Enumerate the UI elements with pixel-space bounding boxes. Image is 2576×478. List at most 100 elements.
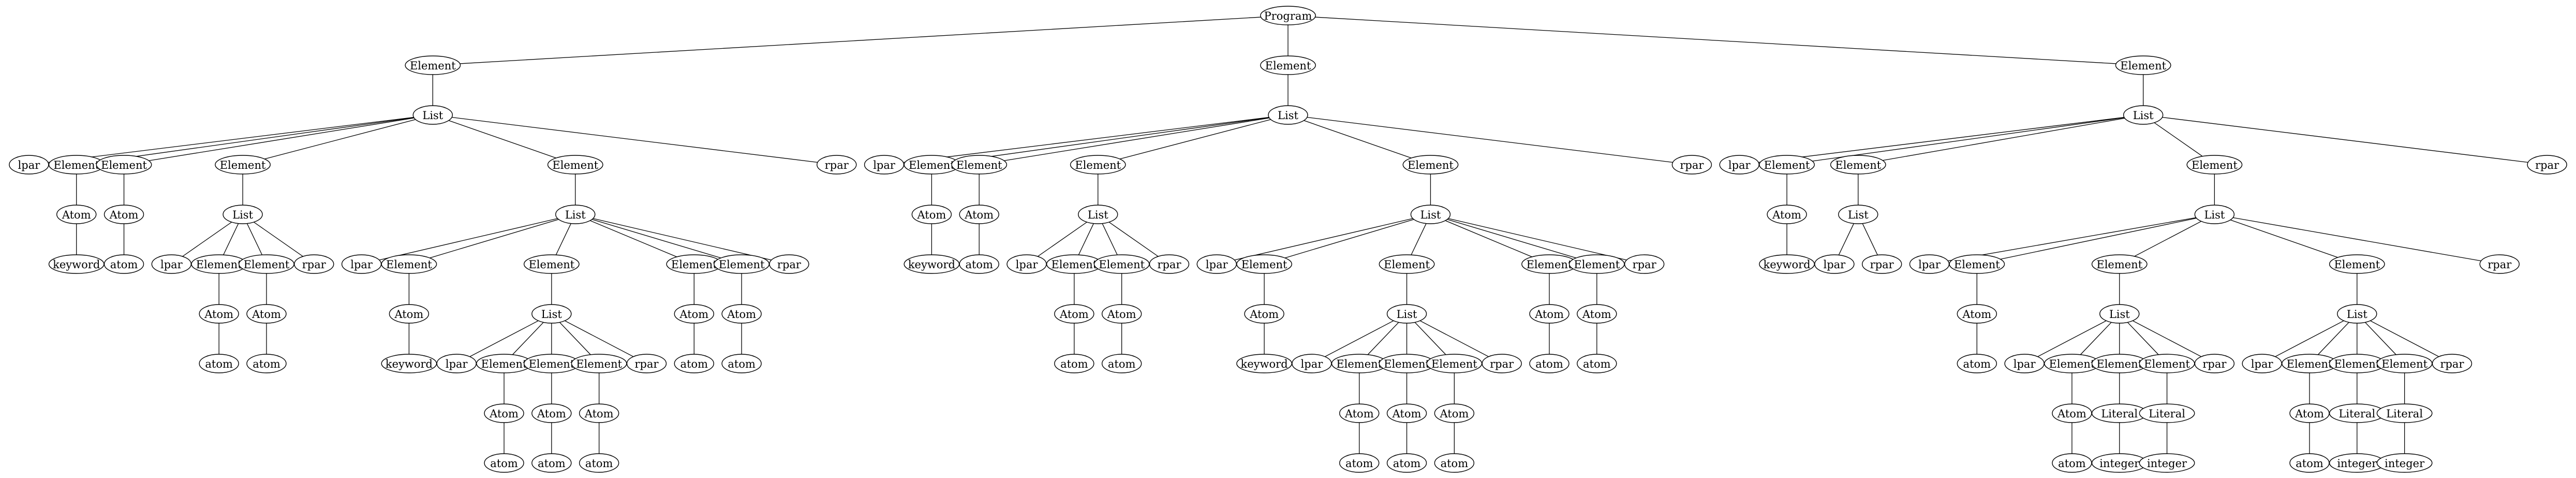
tree-node-atom: Atom bbox=[2052, 403, 2092, 423]
node-label: Atom bbox=[1962, 308, 1991, 321]
node-label: Element bbox=[196, 258, 242, 271]
tree-node-element: Element bbox=[1521, 254, 1577, 274]
tree-node-list: List bbox=[2099, 304, 2140, 324]
node-label: atom bbox=[1108, 358, 1136, 370]
tree-node-element: Element bbox=[2139, 354, 2195, 373]
tree-node-element: Element bbox=[1070, 155, 1126, 175]
node-label: lpar bbox=[1301, 358, 1324, 370]
tree-node-element: Element bbox=[2329, 354, 2385, 373]
node-label: lpar bbox=[1824, 258, 1846, 271]
node-ellipse bbox=[103, 254, 144, 274]
node-label: lpar bbox=[2014, 358, 2036, 370]
tree-edge bbox=[593, 218, 772, 260]
tree-node-rpar: rpar bbox=[1149, 254, 1190, 274]
node-label: lpar bbox=[18, 159, 41, 171]
tree-node-lpar: lpar bbox=[1006, 254, 1047, 274]
node-label: List bbox=[1278, 109, 1298, 122]
tree-node-lpar: lpar bbox=[341, 254, 382, 274]
tree-node-program: Program bbox=[1260, 6, 1316, 25]
tree-node-atom: Atom bbox=[1054, 304, 1094, 324]
node-ellipse bbox=[531, 304, 572, 324]
tree-edge bbox=[223, 223, 239, 255]
node-ellipse bbox=[2376, 403, 2433, 423]
node-label: Atom bbox=[584, 408, 614, 420]
tree-node-element: Element bbox=[405, 55, 461, 75]
node-ellipse bbox=[817, 155, 857, 175]
node-ellipse bbox=[2186, 155, 2243, 175]
node-ellipse bbox=[2091, 254, 2148, 274]
tree-node-literal: Literal bbox=[2139, 403, 2195, 423]
tree-node-atom: Atom bbox=[579, 403, 619, 423]
tree-node-literal: Literal bbox=[2376, 403, 2433, 423]
node-ellipse bbox=[1577, 354, 1617, 373]
node-label: rpar bbox=[1490, 358, 1514, 370]
node-ellipse bbox=[1957, 354, 1997, 373]
node-label: Element bbox=[1527, 258, 1573, 271]
node-ellipse bbox=[1671, 155, 1712, 175]
node-label: Atom bbox=[204, 308, 233, 321]
node-label: Literal bbox=[2149, 408, 2185, 420]
node-ellipse bbox=[1070, 155, 1126, 175]
tree-node-lpar: lpar bbox=[436, 354, 477, 373]
tree-node-element: Element bbox=[476, 354, 532, 373]
tree-edge bbox=[101, 117, 414, 162]
tree-node-list: List bbox=[531, 304, 572, 324]
node-label: atom bbox=[253, 358, 280, 370]
node-label: List bbox=[2133, 109, 2154, 122]
node-label: atom bbox=[728, 358, 756, 370]
node-ellipse bbox=[1101, 354, 1142, 373]
node-ellipse bbox=[531, 403, 572, 423]
tree-node-atom: atom bbox=[2052, 453, 2092, 473]
node-ellipse bbox=[523, 254, 580, 274]
node-label: Atom bbox=[1344, 408, 1374, 420]
node-ellipse bbox=[2337, 304, 2377, 324]
node-label: Atom bbox=[489, 408, 519, 420]
tree-node-atom: Atom bbox=[246, 304, 287, 324]
node-label: atom bbox=[2058, 457, 2086, 470]
tree-node-element: Element bbox=[2091, 354, 2148, 373]
node-label: Literal bbox=[2101, 408, 2138, 420]
node-label: lpar bbox=[1206, 258, 1228, 271]
node-label: List bbox=[541, 308, 562, 321]
node-label: Literal bbox=[2338, 408, 2375, 420]
node-ellipse bbox=[199, 304, 239, 324]
tree-edge bbox=[1812, 117, 2125, 162]
tree-node-atom: atom bbox=[1577, 354, 1617, 373]
tree-node-atom: atom bbox=[1386, 453, 1427, 473]
node-label: keyword bbox=[908, 258, 955, 271]
tree-node-keyword: keyword bbox=[904, 254, 960, 274]
tree-node-atom: Atom bbox=[1767, 205, 1807, 224]
node-label: rpar bbox=[1870, 258, 1894, 271]
node-label: rpar bbox=[2440, 358, 2464, 370]
tree-node-rpar: rpar bbox=[817, 155, 857, 175]
node-ellipse bbox=[246, 304, 287, 324]
node-ellipse bbox=[721, 304, 762, 324]
tree-edge bbox=[1078, 223, 1094, 255]
tree-edge bbox=[254, 222, 303, 257]
tree-node-element: Element bbox=[1426, 354, 1483, 373]
tree-node-atom: atom bbox=[531, 453, 572, 473]
node-ellipse bbox=[959, 254, 999, 274]
node-label: Atom bbox=[1772, 209, 1801, 221]
node-label: Atom bbox=[1392, 408, 1422, 420]
tree-node-atom: atom bbox=[199, 354, 239, 373]
tree-node-list: List bbox=[412, 105, 453, 125]
tree-edge bbox=[2370, 320, 2439, 357]
tree-edge bbox=[1284, 219, 1414, 258]
node-label: Element bbox=[220, 159, 266, 171]
tree-node-list: List bbox=[2123, 105, 2164, 125]
node-label: Element bbox=[2049, 358, 2095, 370]
node-label: Element bbox=[1075, 159, 1121, 171]
tree-node-lpar: lpar bbox=[1909, 254, 1950, 274]
node-label: Atom bbox=[1059, 308, 1089, 321]
node-label: Program bbox=[1264, 10, 1312, 22]
tree-node-atom: atom bbox=[674, 354, 715, 373]
node-label: Element bbox=[2287, 358, 2333, 370]
node-label: Element bbox=[528, 258, 574, 271]
tree-node-list: List bbox=[1078, 205, 1118, 224]
tree-node-element: Element bbox=[239, 254, 294, 274]
tree-node-element: Element bbox=[951, 155, 1008, 175]
tree-node-element: Element bbox=[547, 155, 603, 175]
tree-edge bbox=[2132, 320, 2202, 357]
node-label: List bbox=[2109, 308, 2130, 321]
